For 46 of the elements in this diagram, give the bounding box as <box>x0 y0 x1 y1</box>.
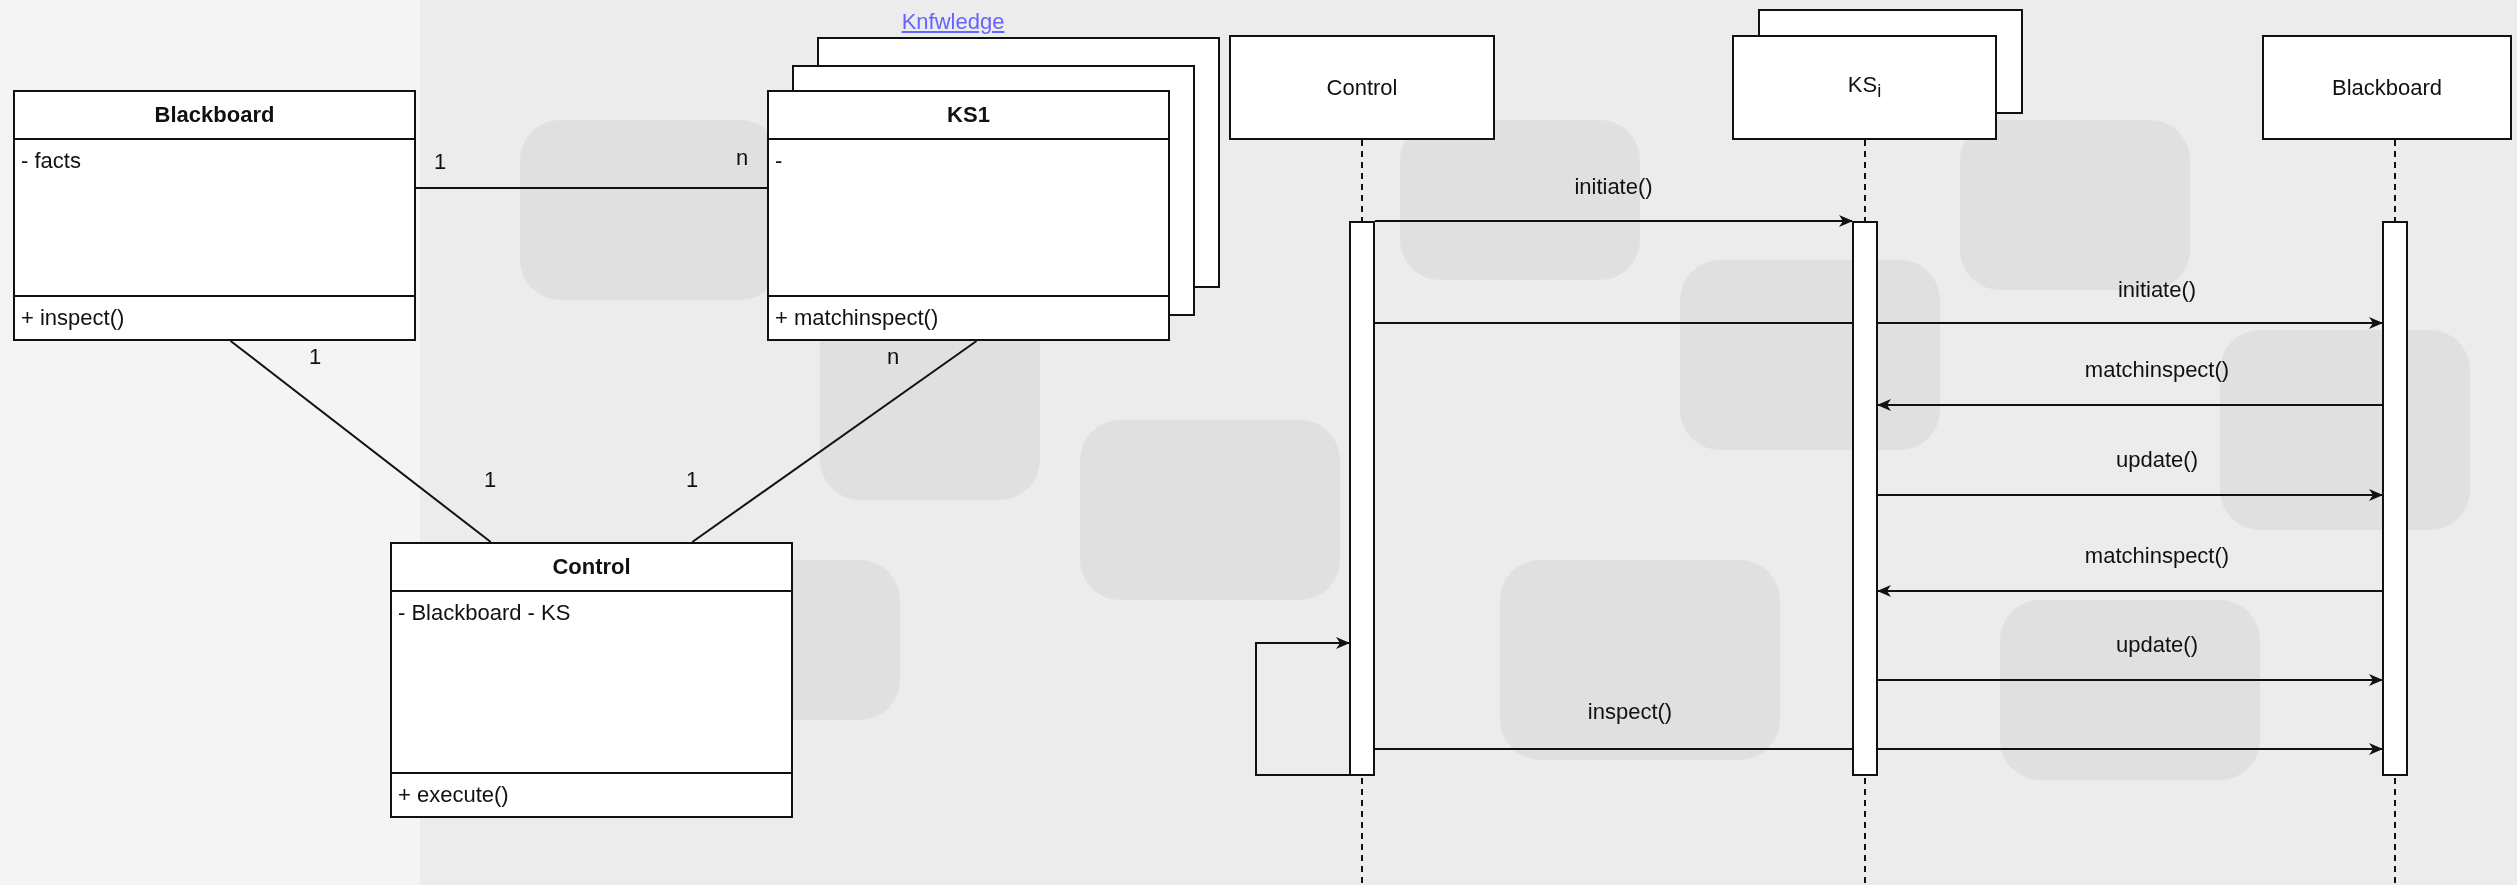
multiplicity-label: 1 <box>483 467 497 493</box>
method-text: + inspect() <box>15 295 414 339</box>
self-call-arrow <box>1255 637 1350 776</box>
message-arrow <box>1374 743 2383 755</box>
message-arrow <box>1877 489 2383 501</box>
lifeline-head <box>1229 35 1495 140</box>
lifeline-head <box>2262 35 2512 140</box>
activation-bar <box>2382 221 2408 776</box>
attribute-text: - facts <box>15 138 414 295</box>
method-text: + execute() <box>392 772 791 816</box>
message-label: initiate() <box>2117 277 2197 303</box>
multiplicity-label: n <box>735 145 749 171</box>
activation-bar <box>1349 221 1375 776</box>
message-label: initiate() <box>1574 174 1653 200</box>
multiplicity-label: 1 <box>308 344 322 370</box>
class-name: KS1 <box>946 101 991 129</box>
class-box <box>13 90 416 341</box>
link: Knfwledge <box>901 9 1005 35</box>
message-label: matchinspect() <box>2084 543 2230 569</box>
activation-bar <box>1852 221 1878 776</box>
class-box <box>390 542 793 818</box>
class-box <box>767 90 1170 341</box>
class-name: Blackboard <box>153 101 276 129</box>
attribute-text: - Blackboard - KS <box>392 590 791 772</box>
message-arrow <box>1877 585 2383 597</box>
participant-name: Blackboard <box>2331 74 2443 101</box>
participant-name: Control <box>1326 74 1398 101</box>
association-line <box>229 340 492 543</box>
message-label: update() <box>2116 632 2198 658</box>
message-arrow <box>1877 674 2383 686</box>
association-line <box>691 340 978 543</box>
message-label: update() <box>2116 447 2198 473</box>
multiplicity-label: 1 <box>433 149 447 175</box>
message-arrow <box>1374 317 2383 329</box>
multiplicity-label: n <box>886 344 900 370</box>
method-text: + matchinspect() <box>769 295 1168 339</box>
lifeline-head <box>1732 35 1997 140</box>
message-label: inspect() <box>1587 699 1673 725</box>
message-label: matchinspect() <box>2084 357 2230 383</box>
message-arrow <box>1374 215 1853 227</box>
multiplicity-label: 1 <box>685 467 699 493</box>
class-name: Control <box>551 553 632 581</box>
participant-name: KS$_{i}$ <box>1847 72 1882 103</box>
attribute-text: - <box>769 138 1168 295</box>
association-line <box>415 186 768 189</box>
message-arrow <box>1877 399 2383 411</box>
